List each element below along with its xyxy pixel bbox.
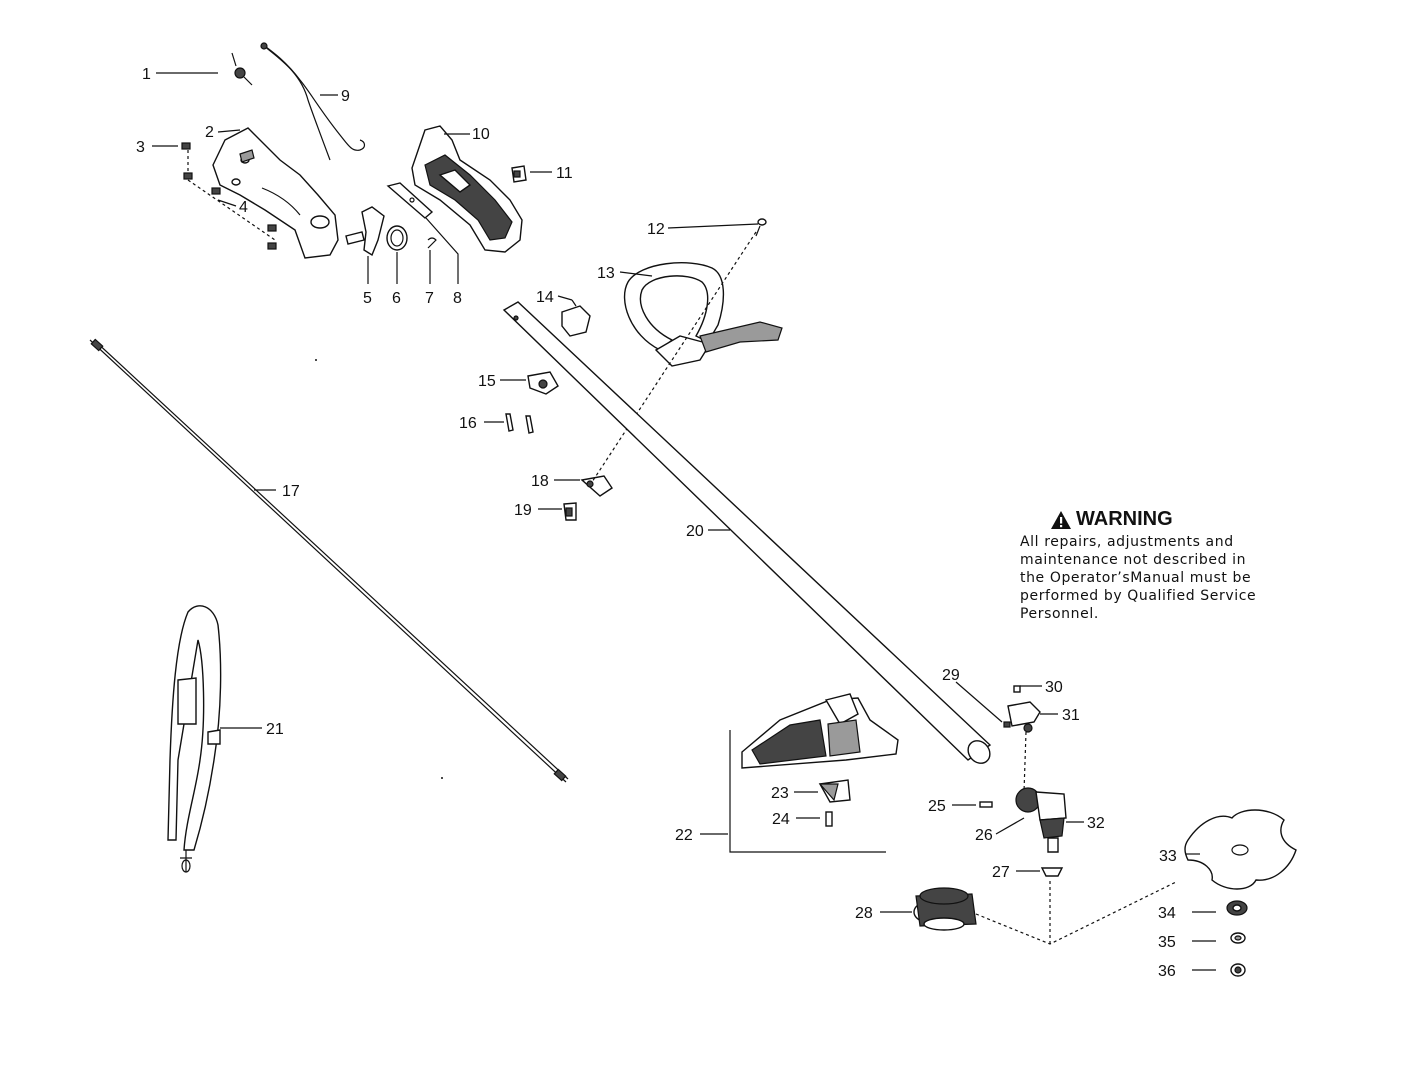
stray-dot xyxy=(441,777,443,779)
leader-lines xyxy=(152,72,1216,971)
part-5-trigger xyxy=(345,206,385,257)
callout-labels: 1 2 3 4 5 6 7 8 9 10 11 12 13 14 15 16 1… xyxy=(136,66,1177,980)
part-19-nut xyxy=(563,502,577,521)
callout-23: 23 xyxy=(771,785,789,802)
part-33-blade xyxy=(1184,809,1297,890)
callout-8: 8 xyxy=(453,290,462,307)
callout-15: 15 xyxy=(478,373,496,390)
callout-1: 1 xyxy=(142,66,151,83)
part-30-screw xyxy=(1013,685,1021,693)
callout-10: 10 xyxy=(472,126,490,143)
callout-25: 25 xyxy=(928,798,946,815)
part-29-set-screw xyxy=(1003,721,1011,728)
callout-7: 7 xyxy=(425,290,434,307)
part-31-gearbox-clamp xyxy=(1007,701,1041,733)
callout-22: 22 xyxy=(675,827,693,844)
callout-35: 35 xyxy=(1158,934,1176,951)
part-21-harness-strap xyxy=(167,605,222,873)
callout-26: 26 xyxy=(975,827,993,844)
callout-28: 28 xyxy=(855,905,873,922)
alignment-line-head xyxy=(975,881,1177,945)
part-3-screws xyxy=(181,142,277,250)
warning-notice: WARNING All repairs, adjustments and mai… xyxy=(1020,508,1270,623)
part-18-clamp xyxy=(580,475,613,497)
part-13-handle xyxy=(623,262,783,367)
part-11-clip xyxy=(511,165,527,183)
callout-11: 11 xyxy=(556,165,573,182)
callout-5: 5 xyxy=(363,290,372,307)
warning-title-text: WARNING xyxy=(1076,508,1173,530)
callout-27: 27 xyxy=(992,864,1010,881)
part-20-shaft-tube xyxy=(502,301,992,764)
part-27-adapter xyxy=(1040,867,1064,877)
callout-21: 21 xyxy=(266,721,284,738)
part-6-ring xyxy=(386,225,408,251)
part-34-washer xyxy=(1226,900,1248,916)
part-2-housing-left xyxy=(212,127,339,259)
callout-9: 9 xyxy=(341,88,350,105)
part-32-gearbox xyxy=(1015,787,1067,853)
part-16-bolts xyxy=(505,413,534,434)
callout-12: 12 xyxy=(647,221,665,238)
alignment-line-31-32 xyxy=(1023,731,1027,793)
part-25-screw xyxy=(979,801,993,808)
callout-34: 34 xyxy=(1158,905,1176,922)
callout-19: 19 xyxy=(514,502,532,519)
callout-29: 29 xyxy=(942,667,960,684)
warning-line: All repairs, adjustments and xyxy=(1020,534,1234,550)
part-8-throttle-rod xyxy=(386,182,434,219)
stray-dot xyxy=(315,359,317,361)
warning-line: performed by Qualified Service xyxy=(1020,588,1257,604)
part-22-trimmer-guard xyxy=(741,693,899,769)
warning-line: maintenance not described in xyxy=(1020,552,1247,568)
callout-3: 3 xyxy=(136,139,145,156)
callout-31: 31 xyxy=(1062,707,1080,724)
callout-16: 16 xyxy=(459,415,477,432)
part-23-cutter-plate xyxy=(818,779,851,803)
warning-body: All repairs, adjustments and maintenance… xyxy=(1020,533,1270,623)
part-9-wire-harness xyxy=(260,42,366,161)
part-14-bracket xyxy=(561,299,591,337)
callout-17: 17 xyxy=(282,483,300,500)
callout-13: 13 xyxy=(597,265,615,282)
callout-6: 6 xyxy=(392,290,401,307)
bracket-22 xyxy=(729,730,886,853)
alignment-line-12-18 xyxy=(591,231,757,483)
callout-24: 24 xyxy=(772,811,790,828)
warning-heading: WARNING xyxy=(1050,508,1270,531)
callout-30: 30 xyxy=(1045,679,1063,696)
callout-18: 18 xyxy=(531,473,549,490)
callout-4: 4 xyxy=(239,199,248,216)
part-15-clamp xyxy=(527,371,559,395)
warning-triangle-icon xyxy=(1051,510,1071,529)
part-35-washer xyxy=(1230,932,1246,944)
part-17-drive-shaft xyxy=(89,338,569,783)
callout-2: 2 xyxy=(205,124,214,141)
part-7-spring xyxy=(427,237,437,249)
callout-36: 36 xyxy=(1158,963,1176,980)
part-12-bolt xyxy=(755,218,767,237)
part-10-housing-right xyxy=(411,125,523,253)
callout-20: 20 xyxy=(686,523,704,540)
part-28-trimmer-head xyxy=(913,887,977,931)
callout-32: 32 xyxy=(1087,815,1105,832)
part-36-nut xyxy=(1230,963,1246,977)
callout-14: 14 xyxy=(536,289,554,306)
part-1-switch xyxy=(231,52,253,86)
warning-line: the Operator’sManual must be xyxy=(1020,570,1252,586)
part-24-screw xyxy=(825,811,833,827)
warning-line: Personnel. xyxy=(1020,606,1099,622)
callout-33: 33 xyxy=(1159,848,1177,865)
